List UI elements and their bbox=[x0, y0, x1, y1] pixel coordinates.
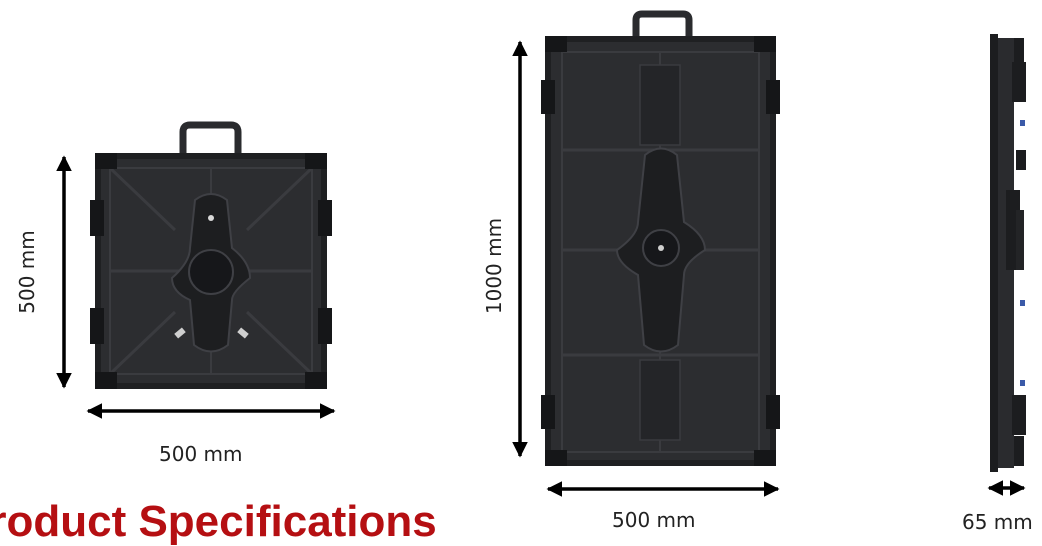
tall-cabinet-handle bbox=[632, 10, 693, 40]
product-diagram bbox=[56, 10, 1026, 497]
depth-label: 65 mm bbox=[962, 510, 1033, 534]
tall-width-label: 500 mm bbox=[612, 508, 696, 532]
square-width-label: 500 mm bbox=[159, 442, 243, 466]
square-cabinet bbox=[90, 121, 332, 389]
side-profile bbox=[990, 34, 1026, 472]
square-height-label: 500 mm bbox=[15, 230, 39, 314]
tall-cabinet bbox=[541, 10, 780, 466]
tall-height-label: 1000 mm bbox=[482, 217, 506, 315]
section-title: Product Specifications bbox=[0, 497, 437, 546]
square-cabinet-handle bbox=[179, 121, 242, 160]
